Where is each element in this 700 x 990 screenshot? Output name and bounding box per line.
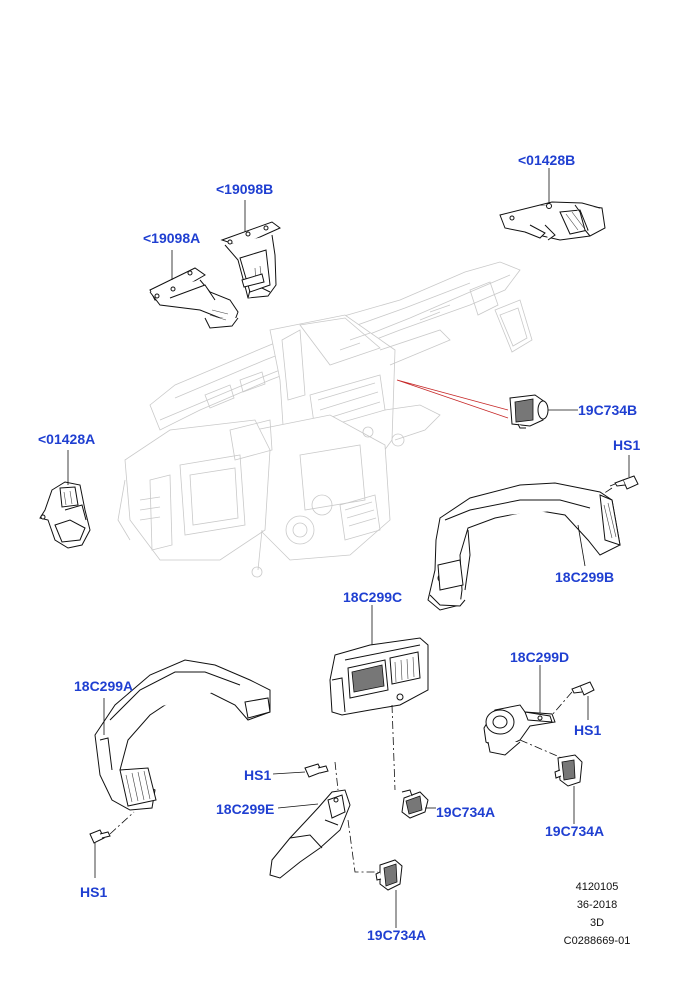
callout-HS1-mid: HS1 (244, 767, 272, 783)
part-19098B (220, 221, 281, 299)
callout-18C299A: 18C299A (74, 678, 134, 694)
dashboard-assembly-ghost (117, 261, 533, 578)
part-19098A (149, 267, 239, 329)
dash-18C299D-HS1 (551, 691, 573, 716)
part-19C734A-bottom (375, 859, 403, 891)
part-18C299B (427, 482, 621, 611)
reference-line-3: 3D (589, 917, 605, 929)
part-19C734B (509, 394, 549, 429)
part-18C299A (94, 659, 271, 811)
reference-line-2: 36-2018 (576, 899, 618, 911)
part-HS1-right (571, 681, 595, 696)
part-18C299E (269, 789, 351, 879)
dash-18C299D-19C734A (519, 739, 563, 759)
dash-18C299C-19C734A (391, 704, 396, 791)
callout-18C299C: 18C299C (343, 589, 403, 605)
part-19C734A-right (554, 754, 583, 787)
callout-18C299B: 18C299B (555, 569, 615, 585)
callout-18C299D: 18C299D (510, 649, 570, 665)
red-leader-lines (396, 379, 509, 419)
dash-HS1-bottom (109, 811, 135, 835)
dash-18C299E-19C734A (347, 819, 378, 873)
part-18C299D (483, 704, 556, 756)
leader-18C299B (577, 524, 586, 567)
reference-line-1: 4120105 (575, 881, 619, 893)
part-18C299C (329, 637, 429, 716)
callout-19C734B: 19C734B (578, 402, 638, 418)
part-HS1-top (609, 475, 639, 490)
callout-01428A: <01428A (38, 431, 96, 447)
callout-19098B: <19098B (216, 181, 274, 197)
leader-18C299E (277, 803, 319, 809)
callout-19C734A-right: 19C734A (545, 823, 605, 839)
callout-19098A: <19098A (143, 230, 201, 246)
part-01428B (499, 201, 606, 241)
callout-19C734A-bottom: 19C734A (367, 927, 427, 943)
part-HS1-mid (304, 763, 329, 778)
reference-line-4: C0288669-01 (563, 935, 631, 947)
callout-HS1-bottom: HS1 (80, 884, 108, 900)
leader-HS1-mid (272, 771, 306, 775)
callout-18C299E: 18C299E (216, 801, 275, 817)
callout-HS1-top: HS1 (613, 437, 641, 453)
callout-01428B: <01428B (518, 152, 576, 168)
callout-HS1-right: HS1 (574, 722, 602, 738)
dash-HS1-top (602, 487, 613, 495)
part-HS1-bottom (89, 829, 111, 844)
dash-HS1-mid (334, 761, 339, 791)
part-19C734A-mid (401, 789, 429, 819)
part-01428A (39, 481, 91, 549)
callout-19C734A-mid: 19C734A (436, 804, 496, 820)
